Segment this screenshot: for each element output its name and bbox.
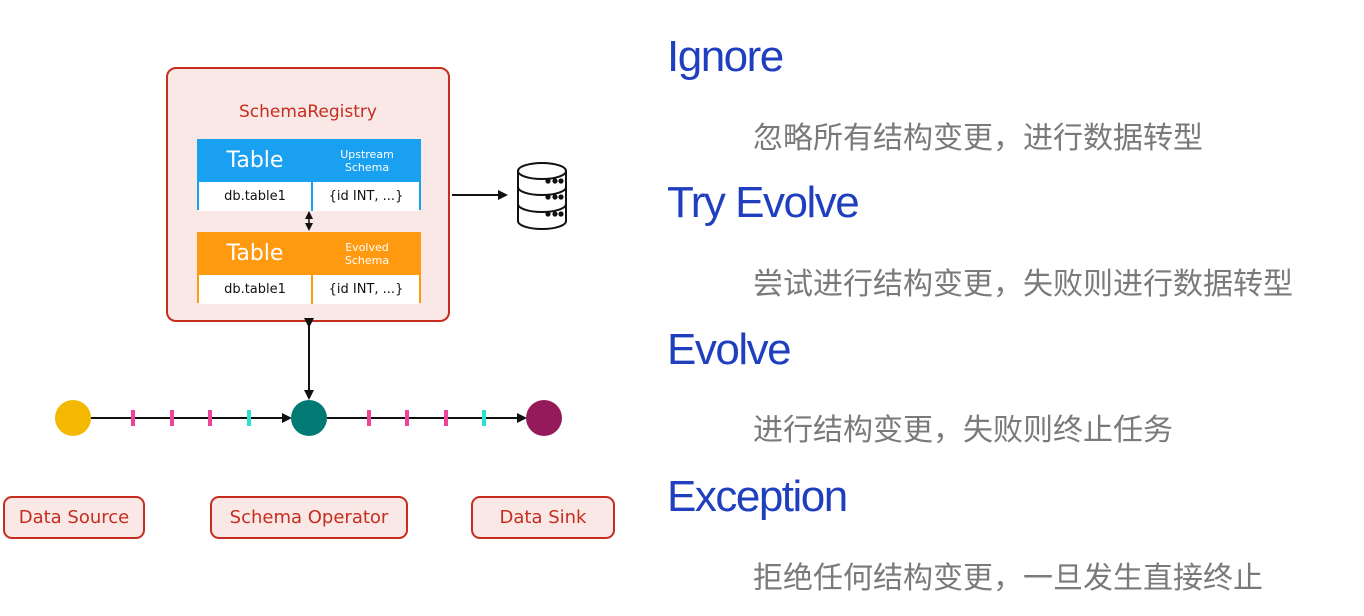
- upstream-schema-table: Table Upstream Schema db.table1 {id INT,…: [197, 139, 421, 211]
- upstream-table-row: db.table1 {id INT, ...}: [199, 182, 419, 211]
- evolved-table-name: db.table1: [224, 282, 286, 297]
- upstream-table-header: Table Upstream Schema: [199, 141, 419, 182]
- database-icon: [517, 162, 567, 230]
- schema-change-event-marker: [482, 410, 486, 426]
- pipeline-diagram: [55, 162, 567, 436]
- evolved-table-header: Table Evolved Schema: [199, 234, 419, 275]
- event-marker: [444, 410, 448, 426]
- schema-change-event-marker: [247, 410, 251, 426]
- mode-evolve-title: Evolve: [667, 325, 792, 374]
- event-marker: [131, 410, 135, 426]
- event-marker: [405, 410, 409, 426]
- data-sink-label: Data Sink: [471, 496, 615, 539]
- schema-registry-title: SchemaRegistry: [239, 102, 377, 122]
- event-marker: [367, 410, 371, 426]
- evolved-schema-label: Evolved Schema: [344, 241, 390, 267]
- event-marker: [170, 410, 174, 426]
- upstream-table-header-label: Table: [226, 148, 284, 173]
- mode-exception-desc: 拒绝任何结构变更，一旦发生直接终止: [753, 561, 1263, 596]
- data-source-node: [55, 400, 91, 436]
- upstream-schema-label: Upstream Schema: [340, 148, 394, 174]
- upstream-table-schema: {id INT, ...}: [328, 189, 404, 204]
- data-source-label: Data Source: [3, 496, 145, 539]
- data-sink-node: [526, 400, 562, 436]
- evolved-table-header-label: Table: [226, 241, 284, 266]
- upstream-row-divider: [311, 182, 313, 211]
- mode-ignore-title: Ignore: [667, 32, 784, 81]
- mode-try-evolve-desc: 尝试进行结构变更，失败则进行数据转型: [753, 267, 1293, 302]
- evolved-row-divider: [311, 275, 313, 304]
- schema-operator-node: [291, 400, 327, 436]
- mode-evolve-desc: 进行结构变更，失败则终止任务: [753, 413, 1173, 448]
- upstream-table-name: db.table1: [224, 189, 286, 204]
- evolved-schema-table: Table Evolved Schema db.table1 {id INT, …: [197, 232, 421, 304]
- event-marker: [208, 410, 212, 426]
- evolved-table-schema: {id INT, ...}: [328, 282, 404, 297]
- schema-operator-label: Schema Operator: [210, 496, 408, 539]
- mode-ignore-desc: 忽略所有结构变更，进行数据转型: [753, 121, 1203, 156]
- evolved-table-row: db.table1 {id INT, ...}: [199, 275, 419, 304]
- mode-exception-title: Exception: [667, 472, 848, 521]
- mode-try-evolve-title: Try Evolve: [667, 178, 860, 227]
